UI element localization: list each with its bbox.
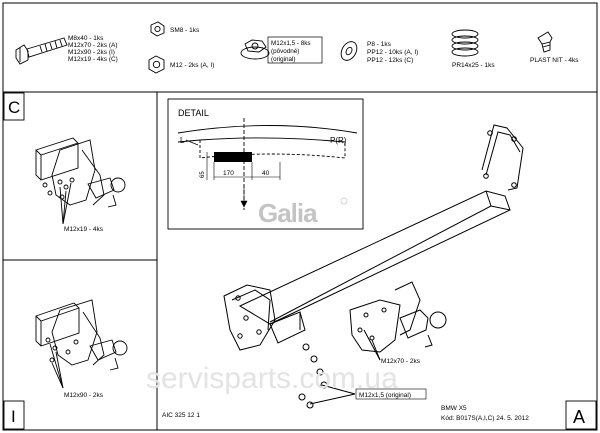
flange-nut-icon (240, 39, 270, 60)
nut-sm8-label: SM8 - 1ks (170, 27, 200, 34)
detail-dim-40: 40 (262, 170, 270, 177)
panel-c-letter: C (8, 98, 20, 117)
detail-left-marker: L (180, 136, 185, 145)
detail-box (167, 98, 364, 230)
bolt-spec-4: M12x19 - 4ks (C) (68, 56, 118, 63)
nut-m12-icon (148, 55, 165, 74)
watermark-text: servisparts.com.ua (146, 362, 398, 395)
registered-mark-icon (340, 197, 348, 205)
footer-kod: Kód: B017S(A,I,C) 24. 5. 2012 (441, 415, 529, 422)
panel-i-letter: I (11, 407, 16, 426)
footer-model: BMW X5 (441, 405, 467, 412)
detail-dimensions (206, 152, 281, 208)
washer-label-2: PP12 - 10ks (A, I) (367, 49, 418, 56)
main-nut-label: M12x1,5 (original) (359, 392, 411, 399)
spring-label: PR14x25 - 1ks (452, 62, 495, 69)
nut-m12-label: M12 - 2ks (A, I) (170, 62, 214, 69)
flange-nut-label-2: (pôvodné) (271, 48, 299, 55)
washer-label-1: P8 - 1ks (367, 41, 392, 48)
detail-dim-65: 65 (200, 171, 206, 178)
bolt-icon (15, 37, 68, 65)
main-bolt-label: M12x70 - 2ks (381, 358, 421, 365)
main-towbar-drawing (223, 124, 524, 409)
flange-nut-label-3: (original) (271, 56, 296, 63)
detail-bumper-outline (177, 118, 358, 210)
panel-a-letter: A (573, 407, 585, 427)
bolt-spec-2: M12x70 - 2ks (A) (68, 42, 118, 49)
nut-sm8-icon (150, 21, 165, 37)
panel-i-letter-box (3, 400, 25, 430)
detail-title: DETAIL (178, 108, 209, 118)
panel-i-bolt-label: M12x90 - 2ks (64, 392, 104, 399)
panel-a-letter-box (565, 400, 597, 430)
plastic-nit-label: PLAST NIT - 4ks (530, 57, 579, 64)
flange-nut-label-1: M12x1,5 - 8ks (271, 40, 311, 47)
detail-right-marker: P(R) (330, 136, 347, 145)
main-nut-label-box (355, 388, 427, 400)
spring-washer-icon (451, 29, 479, 57)
footer-drawing-code: AIC 325 12 1 (162, 412, 200, 419)
bolt-spec-3: M12x90 - 2ks (I) (68, 49, 115, 56)
detail-left-arrow (185, 139, 199, 146)
detail-dim-170: 170 (223, 170, 234, 177)
washer-icon (340, 41, 358, 61)
panel-i-drawing (35, 299, 128, 389)
washer-label-3: PP12 - 12ks (C) (367, 57, 413, 64)
bolt-spec-1: M8x40 - 1ks (68, 35, 104, 42)
galia-logo: Galia (258, 198, 318, 228)
detail-cutout (214, 152, 252, 162)
plastic-nit-icon (537, 31, 553, 53)
panel-c-letter-box (3, 92, 25, 121)
panel-c-bolt-label: M12x19 - 4ks (64, 226, 104, 233)
panel-c-drawing (35, 137, 126, 225)
flange-nut-label-box (267, 36, 323, 64)
